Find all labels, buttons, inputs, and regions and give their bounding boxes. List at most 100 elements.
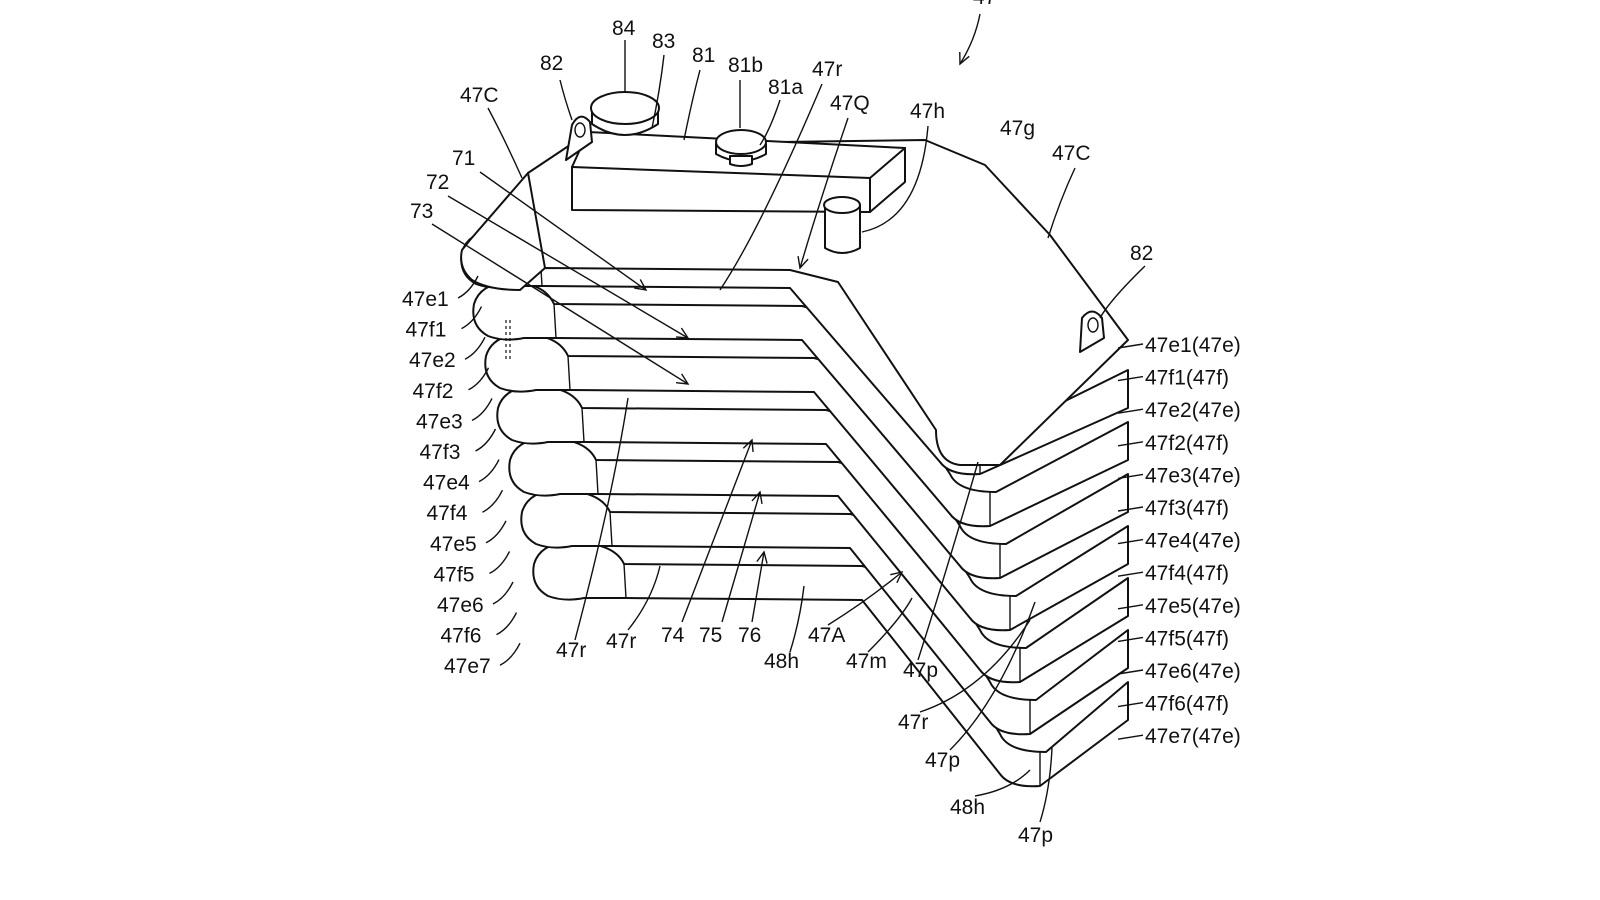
leader-47r-c	[919, 619, 1031, 713]
left-leader-5	[471, 398, 493, 422]
leader-47C-right	[1047, 167, 1076, 239]
right-label-47f5(47f): 47f5(47f)	[1145, 627, 1229, 650]
labels: 47 84 83 81 81b 81a 82 47C 47r 47Q 47h 4…	[402, 0, 1241, 847]
label-47Q: 47Q	[830, 92, 870, 115]
right-leader-9	[1117, 604, 1144, 610]
right-leader-10	[1117, 636, 1144, 643]
right-leader-5	[1117, 473, 1144, 480]
left-leader-2	[461, 306, 483, 330]
right-plate-labels: 47e1(47e)47f1(47f)47e2(47e)47f2(47f)47e3…	[1145, 334, 1241, 748]
label-83: 83	[652, 30, 675, 53]
label-47p-c: 47p	[1018, 824, 1053, 847]
right-leader-8	[1117, 571, 1144, 577]
label-71: 71	[452, 147, 475, 170]
label-47p-a: 47p	[903, 659, 938, 682]
arrowhead-73	[675, 373, 690, 385]
left-label-47e6: 47e6	[437, 594, 484, 617]
right-label-47f3(47f): 47f3(47f)	[1145, 497, 1229, 520]
leader-47h	[861, 125, 929, 233]
flow-74	[681, 439, 753, 623]
leader-47r-top	[719, 83, 823, 291]
hidden-line	[505, 320, 511, 360]
left-label-47e7: 47e7	[444, 655, 491, 678]
label-81b: 81b	[728, 54, 763, 77]
left-leader-11	[492, 581, 514, 605]
right-label-47f4(47f): 47f4(47f)	[1145, 562, 1229, 585]
left-label-47f3: 47f3	[420, 441, 461, 464]
arrowhead-75	[751, 490, 763, 504]
arrowhead-47A	[890, 570, 904, 584]
label-47r-a: 47r	[556, 639, 586, 662]
label-82-left: 82	[540, 52, 563, 75]
label-47m: 47m	[846, 650, 887, 673]
left-label-47f2: 47f2	[413, 380, 454, 403]
label-81a: 81a	[768, 76, 803, 99]
label-47r-top: 47r	[812, 58, 842, 81]
radiator-drawing	[460, 91, 1129, 788]
label-82-right: 82	[1130, 242, 1153, 265]
right-leader-12	[1117, 701, 1144, 708]
label-72: 72	[426, 171, 449, 194]
leader-47r-a	[574, 397, 629, 641]
left-label-47f5: 47f5	[434, 563, 475, 586]
right-leader-4	[1117, 441, 1144, 447]
right-label-47e6(47e): 47e6(47e)	[1145, 660, 1241, 683]
bracket-right	[1079, 310, 1105, 353]
label-47A: 47A	[808, 624, 845, 647]
left-label-47f6: 47f6	[441, 625, 482, 648]
small-cap	[715, 129, 767, 167]
leader-47p-b	[949, 601, 1036, 751]
right-label-47f6(47f): 47f6(47f)	[1145, 693, 1229, 716]
leader-47p-c	[1039, 747, 1053, 823]
leader-48h-a	[789, 585, 805, 653]
flow-72	[447, 195, 689, 339]
label-48h-a: 48h	[764, 650, 799, 673]
left-leader-12	[496, 612, 518, 636]
arrowhead-74	[742, 438, 754, 453]
right-leader-7	[1117, 538, 1144, 545]
right-leader-13	[1117, 734, 1144, 740]
arrowhead-ref	[959, 51, 970, 66]
leader-47Q	[799, 117, 849, 269]
leader-83	[651, 54, 665, 129]
label-76: 76	[738, 624, 761, 647]
label-47h: 47h	[910, 100, 945, 123]
leader-47A	[827, 571, 903, 626]
arrowhead-72	[675, 327, 690, 339]
right-label-47e3(47e): 47e3(47e)	[1145, 464, 1241, 487]
outlet-pipe	[823, 196, 861, 254]
right-label-47f2(47f): 47f2(47f)	[1145, 432, 1229, 455]
label-75: 75	[699, 624, 722, 647]
leader-81	[683, 69, 701, 141]
bracket-left	[565, 115, 593, 161]
left-leader-8	[482, 489, 504, 513]
flow-71	[479, 171, 647, 291]
left-label-47e4: 47e4	[423, 472, 470, 495]
arrowhead-76	[756, 550, 768, 564]
arrowhead-47Q	[797, 256, 809, 270]
label-47C-right: 47C	[1052, 142, 1091, 165]
left-leader-10	[489, 551, 511, 575]
leader-47p-a	[917, 461, 979, 661]
right-label-47e2(47e): 47e2(47e)	[1145, 399, 1241, 422]
label-48h-b: 48h	[950, 796, 985, 819]
left-label-47e3: 47e3	[416, 410, 463, 433]
figure-ref-label: 47	[973, 0, 996, 9]
leader-47r-b	[627, 565, 661, 631]
left-leader-4	[468, 367, 490, 391]
flow-76	[751, 551, 765, 623]
leader-82-right	[1099, 265, 1146, 319]
leader-47m	[867, 597, 913, 653]
arrowhead-71	[634, 279, 648, 291]
left-leader-3	[464, 336, 486, 360]
right-leader-11	[1117, 669, 1144, 675]
flow-73	[431, 223, 689, 385]
label-84: 84	[612, 17, 636, 40]
label-47r-c: 47r	[898, 711, 928, 734]
left-leader-13	[499, 642, 521, 666]
right-label-47e1(47e): 47e1(47e)	[1145, 334, 1241, 357]
right-leader-3	[1117, 408, 1144, 414]
left-leader-9	[485, 520, 507, 544]
label-74: 74	[661, 624, 685, 647]
